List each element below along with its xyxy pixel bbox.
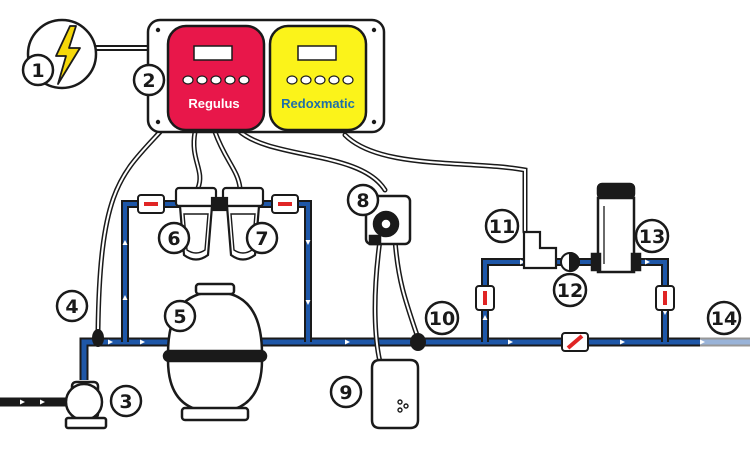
svg-text:13: 13 xyxy=(639,226,665,248)
callout-10: 10 xyxy=(424,300,460,336)
redoxmatic-controller: Redoxmatic xyxy=(268,24,368,132)
svg-text:3: 3 xyxy=(119,391,132,413)
valve-probe-left xyxy=(137,194,165,214)
valve-bypass-right xyxy=(655,285,675,311)
regulus-controller: Regulus xyxy=(166,24,266,132)
valve-main xyxy=(561,332,589,352)
callout-9: 9 xyxy=(329,375,363,409)
svg-text:14: 14 xyxy=(711,308,737,330)
svg-text:1: 1 xyxy=(31,60,44,82)
flow-valve xyxy=(560,251,580,273)
callout-3: 3 xyxy=(109,384,143,418)
circulation-pump xyxy=(64,380,108,430)
callouts: 1 2 3 4 5 6 7 8 xyxy=(21,53,742,418)
callout-5: 5 xyxy=(163,299,197,333)
flow-tee xyxy=(522,230,558,270)
callout-2: 2 xyxy=(132,63,166,97)
chemical-tank xyxy=(370,358,420,430)
valve-bypass-left xyxy=(475,285,495,311)
svg-text:12: 12 xyxy=(557,280,583,302)
redoxmatic-brand-label: Redoxmatic xyxy=(281,96,355,111)
callout-4: 4 xyxy=(55,289,89,323)
svg-text:4: 4 xyxy=(65,296,78,318)
probe-cable-right xyxy=(235,127,388,193)
svg-text:10: 10 xyxy=(429,308,455,330)
callout-1: 1 xyxy=(21,53,55,87)
regulus-brand-label: Regulus xyxy=(188,96,239,111)
callout-11: 11 xyxy=(484,208,520,244)
flow-arrows xyxy=(20,240,705,405)
svg-text:7: 7 xyxy=(255,228,268,250)
svg-text:5: 5 xyxy=(173,306,186,328)
lightning-bolt-icon xyxy=(55,25,81,85)
svg-text:6: 6 xyxy=(167,228,180,250)
injection-point xyxy=(410,333,426,351)
chlorine-feeder xyxy=(590,182,642,274)
callout-8: 8 xyxy=(346,183,380,217)
svg-text:8: 8 xyxy=(356,190,369,212)
dosing-tube xyxy=(392,237,421,341)
callout-14: 14 xyxy=(706,300,742,336)
svg-text:2: 2 xyxy=(142,70,155,92)
valve-probe-right xyxy=(271,194,299,214)
callout-13: 13 xyxy=(634,218,670,254)
svg-text:11: 11 xyxy=(489,216,515,238)
svg-text:9: 9 xyxy=(339,382,352,404)
callout-7: 7 xyxy=(245,221,279,255)
callout-12: 12 xyxy=(552,272,588,308)
valves xyxy=(137,194,675,352)
callout-6: 6 xyxy=(157,221,191,255)
sensor-tap-point xyxy=(92,329,104,347)
control-panel: Regulus Redoxmatic xyxy=(146,18,386,134)
